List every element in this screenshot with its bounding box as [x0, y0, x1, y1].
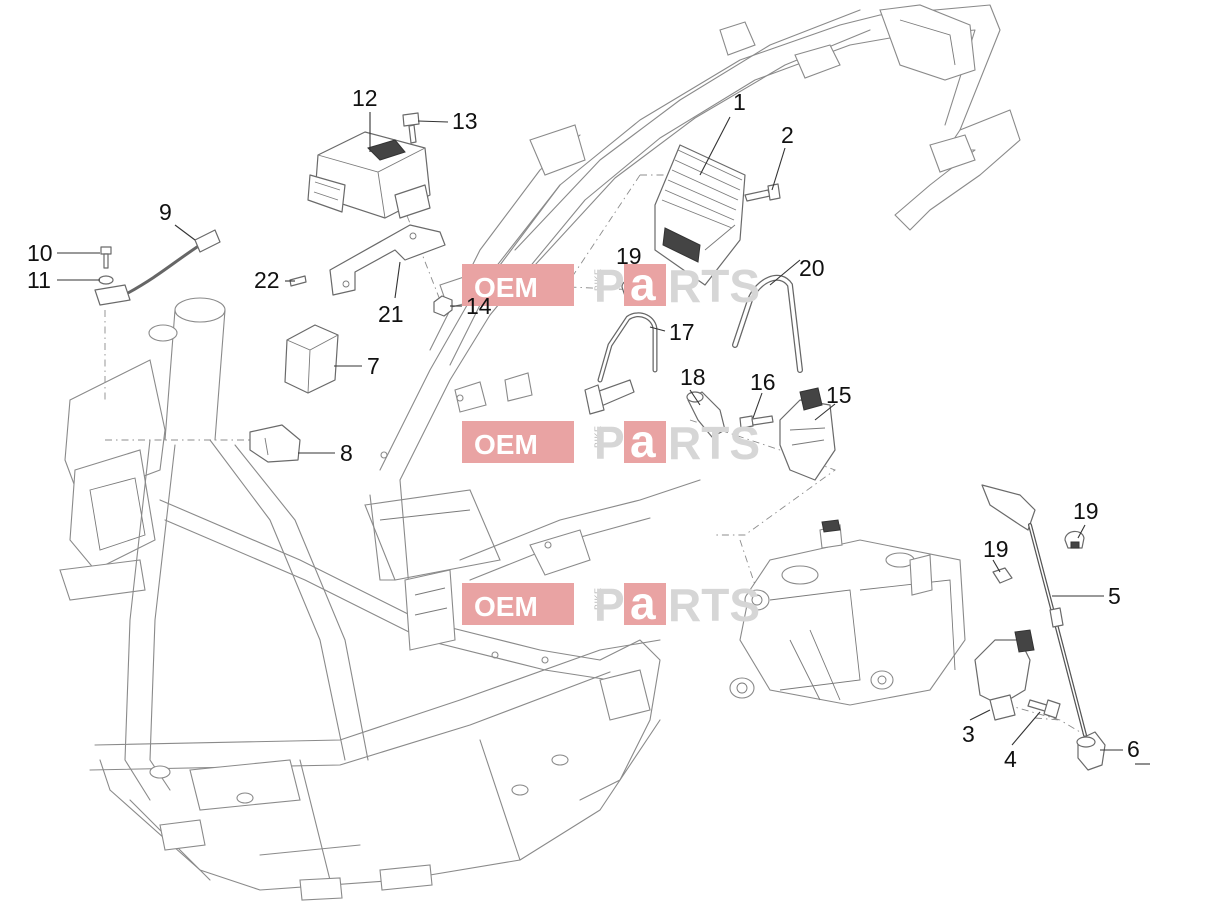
- callout-13[interactable]: 13: [452, 108, 478, 134]
- callout-1[interactable]: 1: [733, 89, 746, 115]
- part-14-nut[interactable]: [433, 295, 453, 317]
- engine-cylinder-head: [729, 519, 966, 706]
- callout-5[interactable]: 5: [1108, 583, 1121, 609]
- callout-8[interactable]: 8: [340, 440, 353, 466]
- watermark-bottom: OEM BIKE P a RTS: [462, 577, 760, 631]
- part-9-sensor-cable[interactable]: [94, 229, 221, 306]
- part-17-spark-lead[interactable]: [584, 312, 658, 415]
- callout-4[interactable]: 4: [1004, 746, 1017, 772]
- part-2-bolt[interactable]: [744, 183, 781, 202]
- part-7-relay[interactable]: [284, 324, 339, 394]
- part-4-bolt[interactable]: [1027, 699, 1061, 719]
- part-21-bracket[interactable]: [329, 224, 446, 296]
- callout-10[interactable]: 10: [27, 240, 53, 266]
- watermark-rts-text: RTS: [668, 260, 760, 312]
- part-19-clamp-middle[interactable]: [992, 567, 1013, 584]
- callout-7[interactable]: 7: [367, 353, 380, 379]
- part-11-washer[interactable]: [98, 275, 114, 285]
- callout-15[interactable]: 15: [826, 382, 852, 408]
- watermark-rts-text: RTS: [668, 579, 760, 631]
- part-15-ignition-coil[interactable]: [779, 387, 836, 481]
- callout-19-middle[interactable]: 19: [983, 536, 1009, 562]
- part-5-lead[interactable]: [981, 484, 1087, 737]
- callout-17[interactable]: 17: [669, 319, 695, 345]
- callout-22[interactable]: 22: [254, 267, 280, 293]
- part-19-clamp-right[interactable]: [1064, 530, 1085, 549]
- watermark-oem-text: OEM: [474, 591, 538, 622]
- part-6-cap[interactable]: [1076, 731, 1106, 771]
- part-22-screw[interactable]: [289, 275, 307, 287]
- callout-3[interactable]: 3: [962, 721, 975, 747]
- part-16-screw[interactable]: [739, 415, 774, 429]
- callout-20[interactable]: 20: [799, 255, 825, 281]
- part-3-sensor[interactable]: [974, 629, 1035, 721]
- watermark-top: OEM BIKE P a RTS: [462, 258, 760, 312]
- part-1-voltage-regulator[interactable]: [654, 144, 746, 286]
- callout-16[interactable]: 16: [750, 369, 776, 395]
- part-18-plug-cap[interactable]: [686, 391, 726, 438]
- watermark-middle: OEM BIKE P a RTS: [462, 415, 760, 469]
- part-10-screw[interactable]: [100, 246, 112, 269]
- callout-18[interactable]: 18: [680, 364, 706, 390]
- watermark-bike-text: BIKE: [593, 425, 603, 448]
- callout-2[interactable]: 2: [781, 122, 794, 148]
- callout-19-right[interactable]: 19: [1073, 498, 1099, 524]
- callout-19-top[interactable]: 19: [616, 243, 642, 269]
- part-12-control-unit[interactable]: [307, 131, 431, 219]
- callout-9[interactable]: 9: [159, 199, 172, 225]
- callout-11[interactable]: 11: [27, 267, 51, 293]
- callout-labels: 1 2 3 4 5 6 7 8 9 10 11 12 13 14 15 16 1…: [27, 85, 1140, 772]
- watermark-p-text: P: [594, 579, 625, 631]
- callout-14[interactable]: 14: [466, 293, 492, 319]
- watermark-p-text: P: [594, 260, 625, 312]
- watermark-oem-text: OEM: [474, 272, 538, 303]
- watermark-p-text: P: [594, 417, 625, 469]
- callout-21[interactable]: 21: [378, 301, 404, 327]
- watermark-oem-text: OEM: [474, 429, 538, 460]
- watermark-a-text: a: [630, 258, 656, 310]
- scooter-frame: [59, 4, 1021, 901]
- watermark-bike-text: BIKE: [593, 587, 603, 610]
- part-13-screw[interactable]: [402, 112, 420, 144]
- watermark-a-text: a: [630, 415, 656, 467]
- watermark-bike-text: BIKE: [593, 268, 603, 291]
- callout-6[interactable]: 6: [1127, 736, 1140, 762]
- callout-12[interactable]: 12: [352, 85, 378, 111]
- watermark-rts-text: RTS: [668, 417, 760, 469]
- part-8-rubber-mount[interactable]: [249, 424, 301, 463]
- watermark-a-text: a: [630, 577, 656, 629]
- part-20-hose[interactable]: [732, 274, 803, 373]
